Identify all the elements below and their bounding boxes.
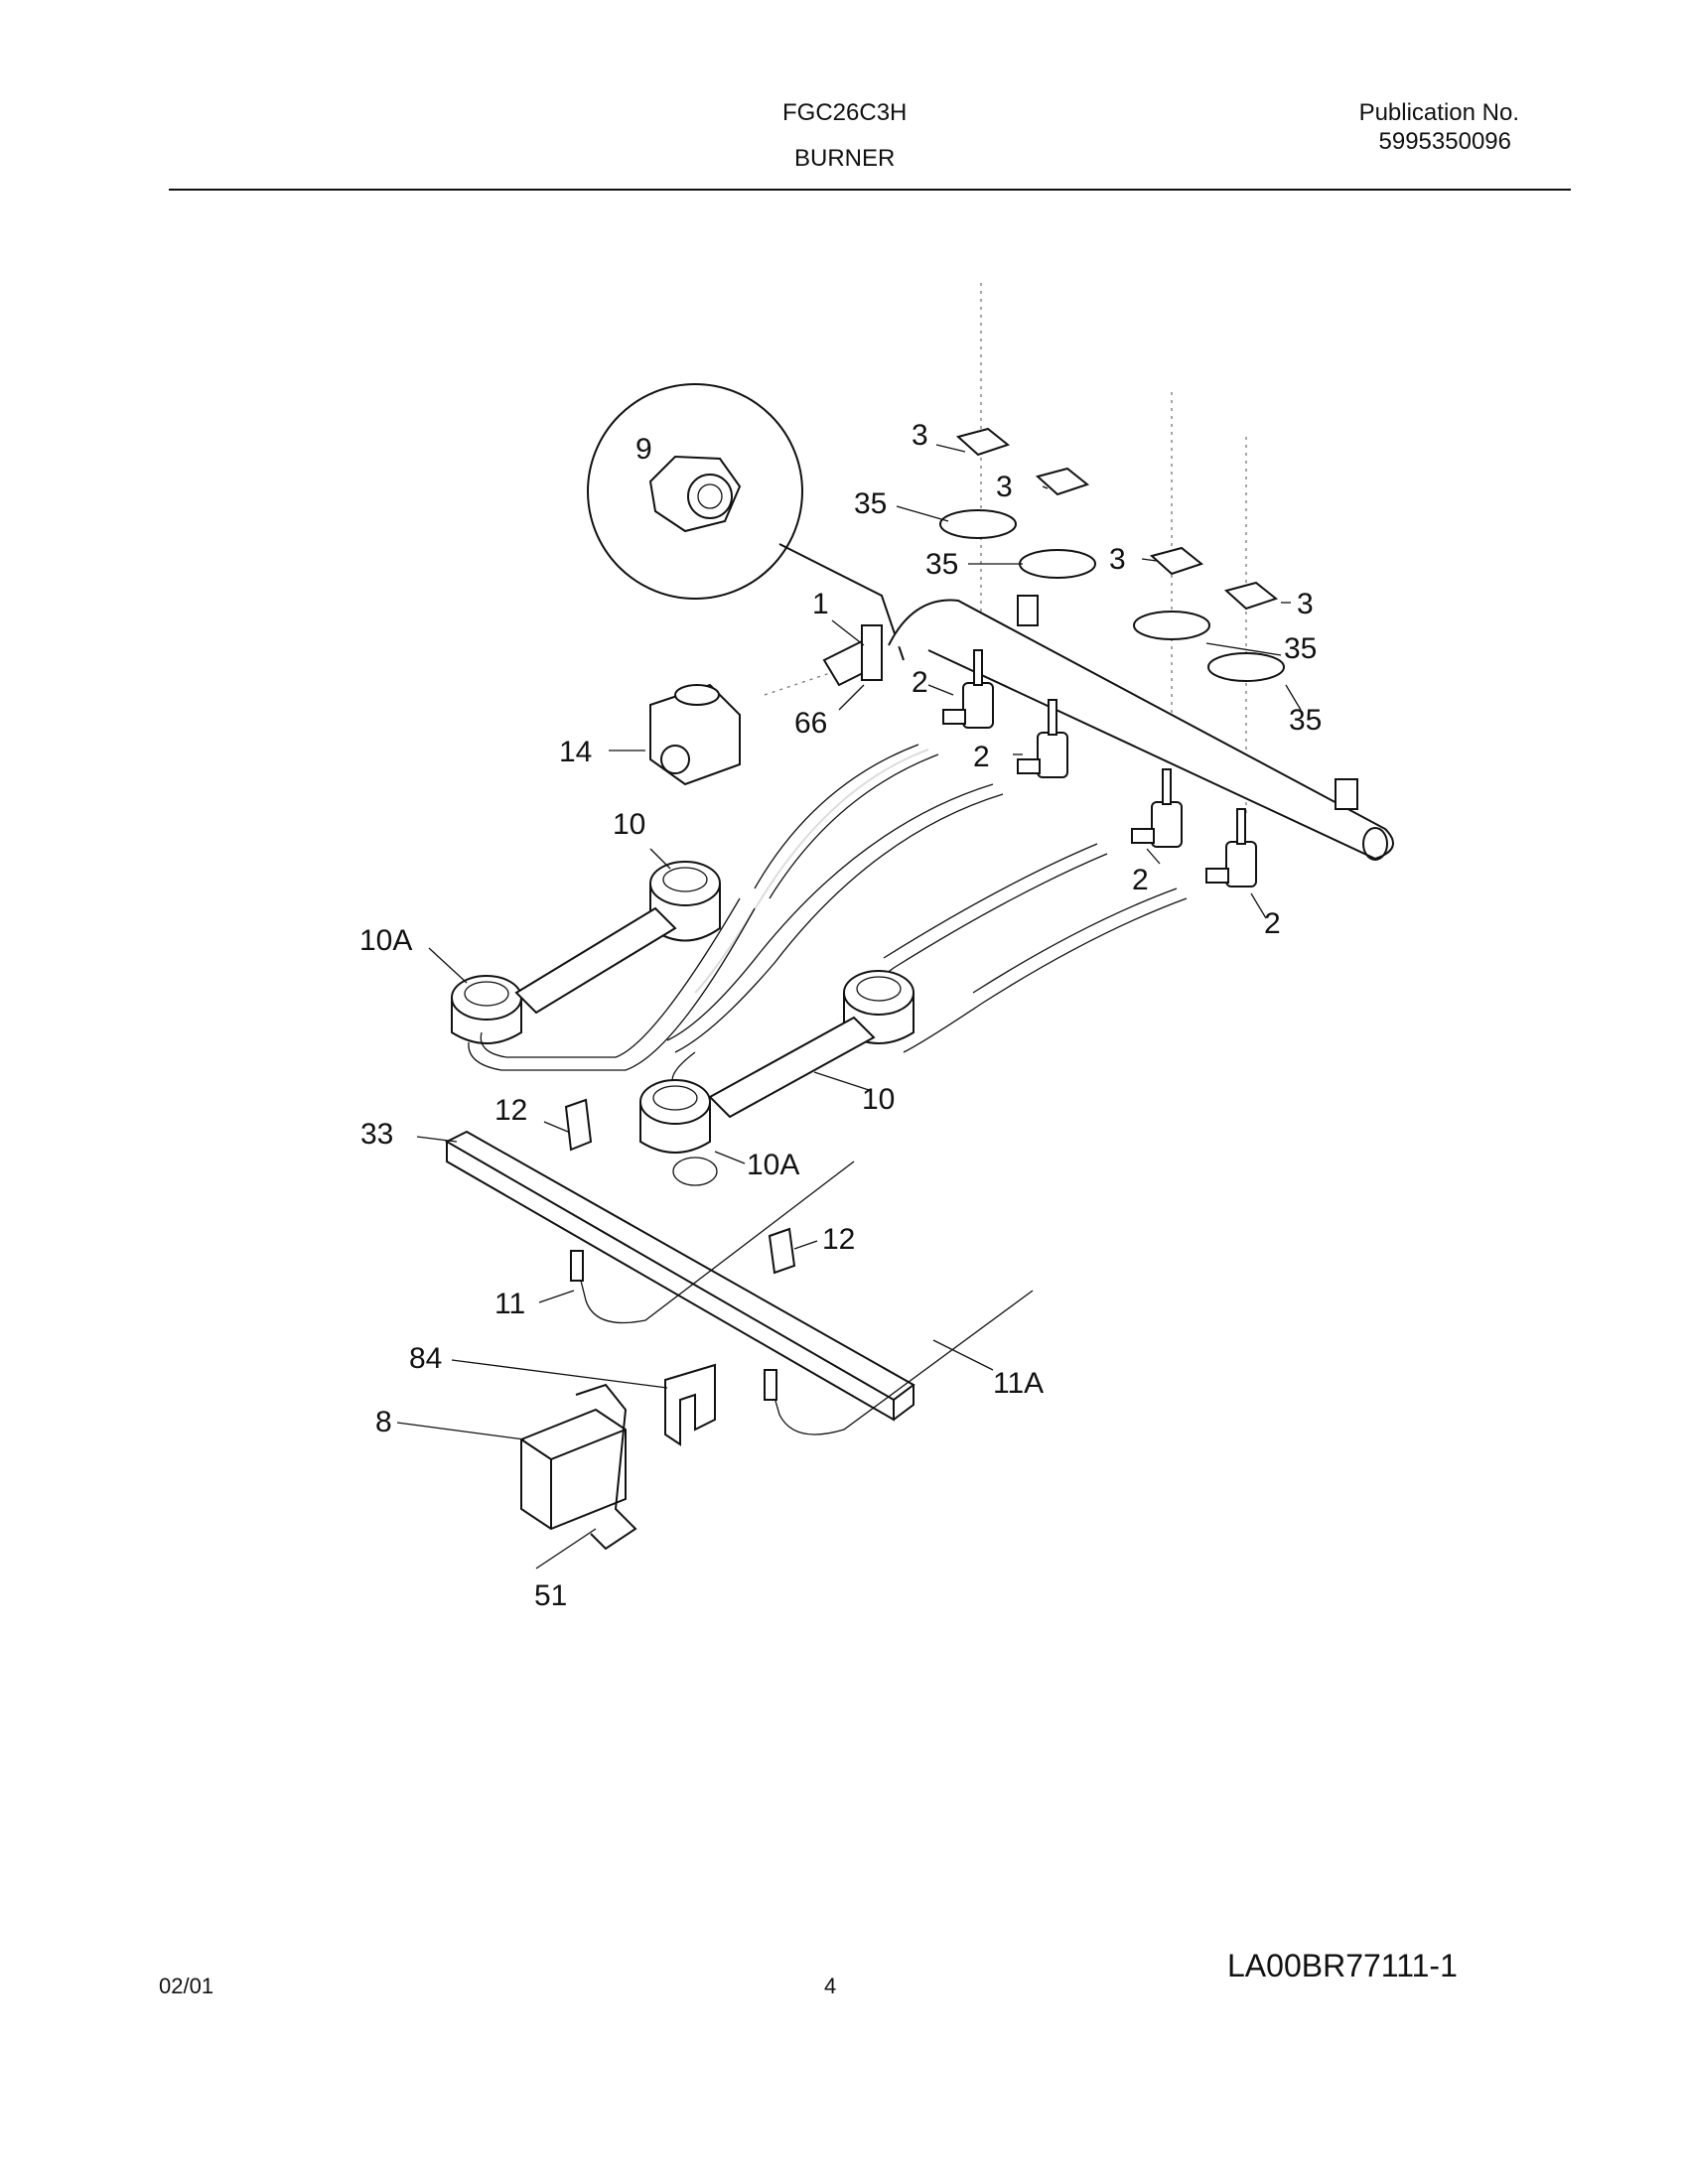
callout-1: 1 xyxy=(812,588,829,620)
publication-number: 5995350096 xyxy=(1378,128,1511,155)
burner-assemblies xyxy=(451,744,1188,1186)
spark-module xyxy=(520,1363,716,1551)
page-number: 4 xyxy=(824,1974,837,1998)
drawing-id: LA00BR77111-1 xyxy=(1227,1948,1458,1983)
callout-66: 66 xyxy=(794,707,827,740)
section-title: BURNER xyxy=(794,145,896,172)
footer-date: 02/01 xyxy=(159,1974,214,1998)
regulator xyxy=(649,683,741,786)
callout-8: 8 xyxy=(375,1406,392,1438)
callout-10Aa: 10A xyxy=(359,924,412,957)
callout-2c: 2 xyxy=(1132,864,1149,896)
callout-3c: 3 xyxy=(1109,543,1126,576)
callout-33: 33 xyxy=(360,1118,393,1151)
callout-10a: 10 xyxy=(613,808,645,841)
callout-3b: 3 xyxy=(996,471,1013,503)
manifold-pipe xyxy=(888,595,1394,861)
publication-label: Publication No. xyxy=(1358,99,1519,126)
callout-2a: 2 xyxy=(912,666,928,699)
callout-3d: 3 xyxy=(1297,588,1314,620)
callout-9: 9 xyxy=(635,433,652,466)
igniter-bar xyxy=(444,1130,915,1422)
callout-35d: 35 xyxy=(1289,704,1322,737)
callout-12a: 12 xyxy=(494,1094,527,1127)
nut-detail-circle xyxy=(587,383,905,661)
callout-2b: 2 xyxy=(973,741,990,773)
callout-11A: 11A xyxy=(993,1367,1044,1400)
callout-11: 11 xyxy=(494,1288,525,1320)
callout-10b: 10 xyxy=(862,1083,895,1116)
callout-10Ab: 10A xyxy=(747,1149,799,1181)
callout-35c: 35 xyxy=(1284,632,1317,665)
callout-3a: 3 xyxy=(912,419,928,452)
leader-lines xyxy=(396,444,1302,1570)
callout-35a: 35 xyxy=(854,487,887,520)
valves xyxy=(942,649,1257,887)
igniters xyxy=(570,1160,1034,1435)
clips xyxy=(564,1098,796,1275)
callout-14: 14 xyxy=(559,736,592,768)
callout-12b: 12 xyxy=(822,1223,855,1256)
callout-84: 84 xyxy=(409,1342,442,1375)
model-number: FGC26C3H xyxy=(782,99,908,126)
valve-brackets-and-discs xyxy=(939,427,1285,682)
callout-35b: 35 xyxy=(925,548,958,581)
header-rule xyxy=(169,189,1571,191)
callout-2d: 2 xyxy=(1264,907,1281,940)
callout-labels: 9 3 3 3 3 35 35 35 35 1 2 66 2 14 2 2 10… xyxy=(359,419,1322,1612)
fitting xyxy=(822,624,883,687)
callout-51: 51 xyxy=(534,1579,567,1612)
